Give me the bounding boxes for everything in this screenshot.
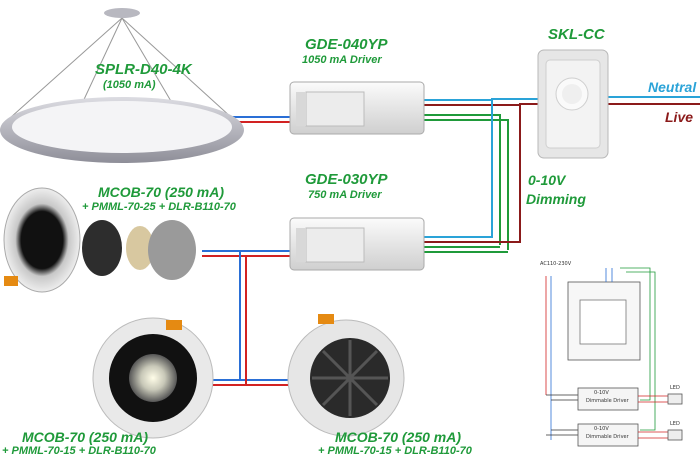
pendant-panel	[0, 8, 244, 163]
schematic-driver2-l2: Dimmable Driver	[586, 434, 629, 440]
dimmer-name: SKL-CC	[548, 26, 605, 43]
mains-live: Live	[665, 109, 694, 125]
downlight-br-parts: + PMML-70-15 + DLR-B110-70	[318, 445, 472, 457]
downlight-bl-name: MCOB-70 (250 mA)	[22, 429, 149, 445]
wires	[202, 96, 700, 386]
schematic-driver2-l1: 0-10V	[594, 426, 609, 432]
signal-line1: 0-10V	[528, 172, 566, 188]
dimmer-switch	[537, 49, 609, 159]
downlight-bl-parts: + PMML-70-15 + DLR-B110-70	[2, 445, 156, 457]
pendant-current: (1050 mA)	[103, 79, 156, 91]
driver-top-name: GDE-040YP	[305, 36, 388, 53]
driver-top-desc: 1050 mA Driver	[302, 54, 382, 66]
driver-top	[289, 81, 425, 135]
schematic-driver1-l2: Dimmable Driver	[586, 398, 629, 404]
signal-line2: Dimming	[526, 191, 586, 207]
driver-bottom-name: GDE-030YP	[305, 171, 388, 188]
downlight-top-parts: + PMML-70-25 + DLR-B110-70	[82, 201, 236, 213]
downlight-top-assembly	[3, 187, 196, 293]
downlight-top-name: MCOB-70 (250 mA)	[98, 184, 225, 200]
mini-schematic	[538, 262, 698, 452]
pendant-name: SPLR-D40-4K	[95, 61, 192, 78]
downlight-bottom-left	[92, 317, 214, 439]
driver-bottom	[289, 217, 425, 271]
schematic-supply: AC110-230V	[540, 261, 572, 267]
driver-bottom-desc: 750 mA Driver	[308, 189, 382, 201]
schematic-led1: LED	[670, 385, 680, 391]
mains-neutral: Neutral	[648, 79, 697, 95]
downlight-bottom-right	[287, 314, 405, 437]
schematic-led2: LED	[670, 421, 680, 427]
schematic-driver1-l1: 0-10V	[594, 390, 609, 396]
downlight-br-name: MCOB-70 (250 mA)	[335, 429, 462, 445]
